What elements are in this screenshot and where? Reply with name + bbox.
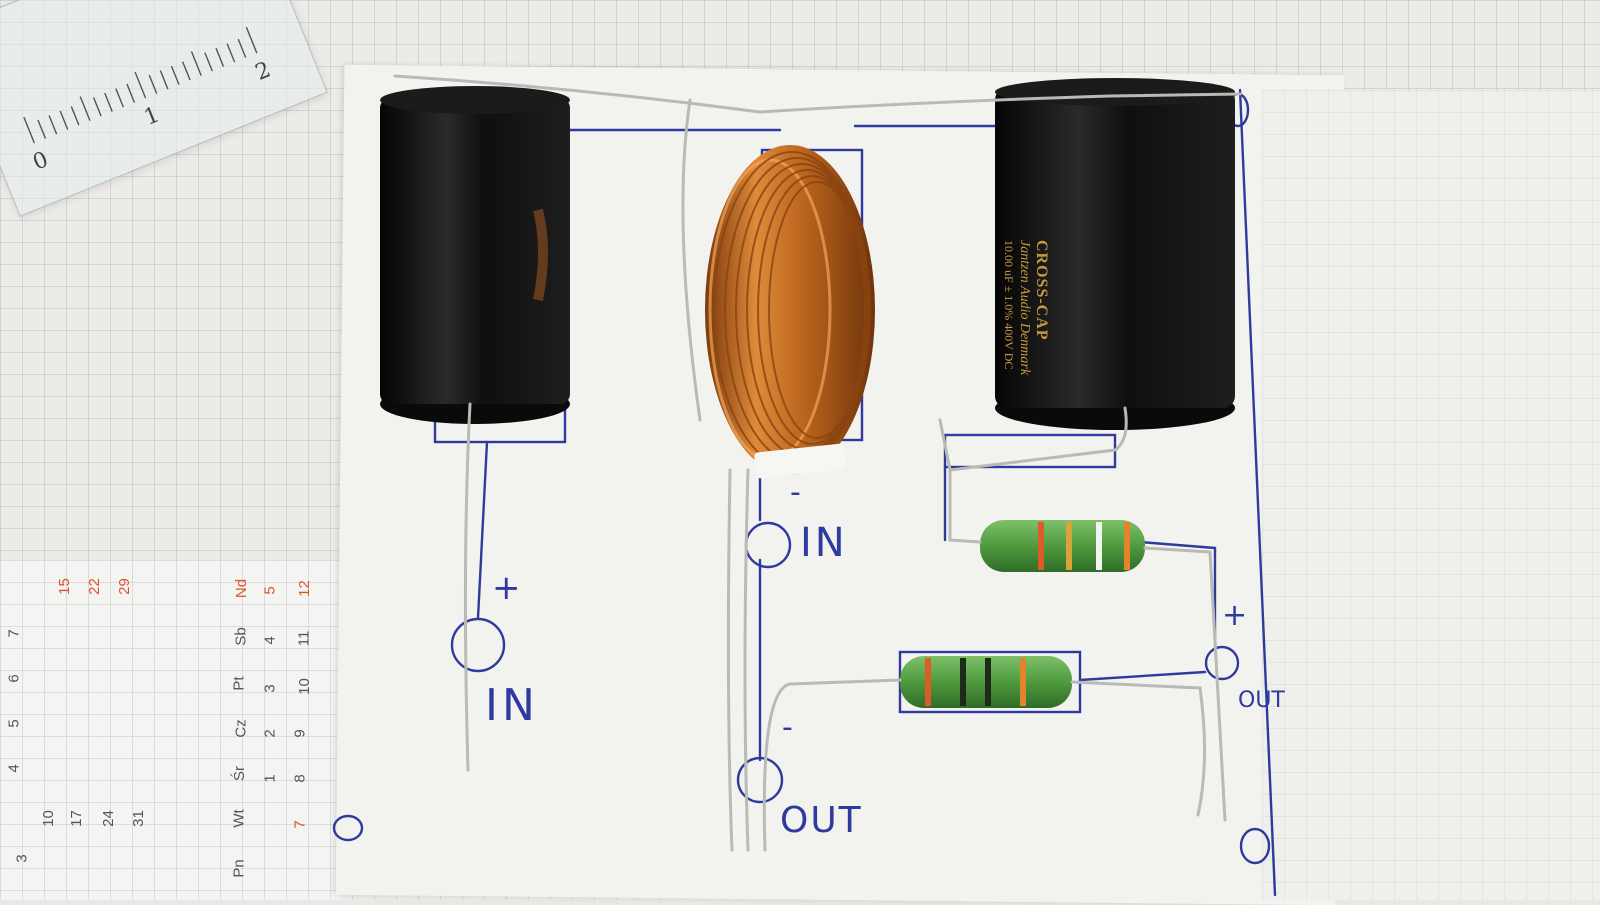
- handwritten-out-label: OUT: [780, 800, 863, 841]
- handwritten-plus-in: +: [492, 568, 521, 608]
- capacitor-brand: CROSS-CAP: [1033, 240, 1050, 341]
- lower-resistor: [900, 656, 1072, 708]
- left-capacitor: [380, 86, 570, 424]
- handwritten-plus-out: +: [1222, 598, 1248, 633]
- air-core-coil: [705, 145, 875, 479]
- handwritten-out-label-right: OUT: [1238, 688, 1285, 713]
- handwritten-minus-out: -: [782, 710, 793, 745]
- transparent-ruler: 0 1 2: [0, 0, 328, 217]
- ruler-ticks: [23, 26, 258, 144]
- capacitor-rating: 10.00 uF ± 1.0% 400V DC: [1002, 240, 1016, 370]
- calendar-sheet: 3 10 17 24 31 4 5 6 7 15 22 29 Pn Wt Śr …: [0, 560, 340, 900]
- upper-resistor: [980, 520, 1145, 572]
- capacitor-label: CROSS-CAP Jantzen Audio Denmark 10.00 uF…: [1002, 120, 1130, 375]
- handwritten-in-label: IN: [485, 680, 539, 731]
- capacitor-maker: Jantzen Audio Denmark: [1017, 240, 1032, 376]
- handwritten-in-label-mid: IN: [800, 520, 848, 566]
- handwritten-minus-in: -: [790, 475, 801, 510]
- right-capacitor: [995, 78, 1235, 430]
- grid-sheet-right: [1262, 90, 1600, 900]
- wire-leads: [393, 74, 1242, 852]
